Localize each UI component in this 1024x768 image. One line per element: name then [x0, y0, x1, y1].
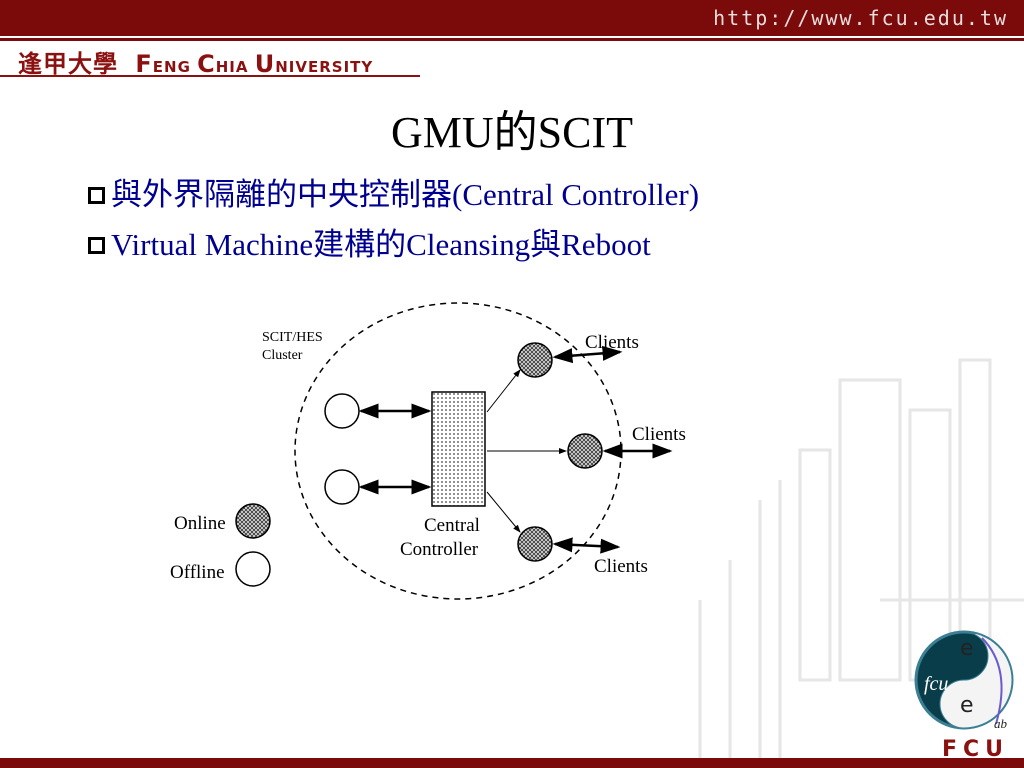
offline-node — [324, 469, 360, 505]
lab-logo-letter: fcu — [924, 673, 948, 695]
fcu-footer-logo: FCU — [942, 737, 1009, 762]
bullet-text: Virtual Machine建構的Cleansing與Reboot — [111, 227, 651, 262]
lab-logo: e fcu e ab FCU — [914, 630, 1014, 762]
clients-label: Clients — [632, 424, 686, 445]
bullet-list: 與外界隔離的中央控制器(Central Controller) Virtual … — [88, 170, 699, 270]
central-controller-box — [431, 391, 486, 507]
square-bullet-icon — [88, 236, 105, 254]
online-node — [517, 526, 553, 562]
bottom-banner — [0, 758, 1024, 768]
logo-underline — [0, 75, 420, 77]
offline-node — [324, 393, 360, 429]
controller-label: Central — [424, 515, 480, 536]
legend-online-swatch — [235, 503, 271, 539]
square-bullet-icon — [88, 186, 105, 204]
lab-logo-letter: e — [960, 693, 974, 718]
legend-offline-label: Offline — [170, 562, 225, 583]
control-arrow — [486, 491, 521, 533]
lab-logo-letter: e — [960, 636, 974, 661]
lab-logo-letter: ab — [994, 716, 1008, 731]
online-node — [567, 433, 603, 469]
bullet-text: 與外界隔離的中央控制器(Central Controller) — [111, 177, 700, 212]
cluster-label: SCIT/HES — [262, 330, 323, 345]
logo-chinese: 逢甲大學 — [18, 50, 118, 78]
site-url: http://www.fcu.edu.tw — [713, 6, 1008, 30]
control-arrow — [486, 369, 521, 413]
clients-label: Clients — [594, 556, 648, 577]
university-logo: 逢甲大學 FENG CHIA UNIVERSITY — [18, 44, 373, 79]
double-arrow — [552, 345, 623, 364]
bullet-item: 與外界隔離的中央控制器(Central Controller) — [88, 170, 699, 220]
online-node — [517, 342, 553, 378]
header-rule — [0, 38, 1024, 41]
lab-logo-arc — [981, 637, 1003, 725]
controller-label: Controller — [400, 539, 479, 560]
background-buildings-illustration — [698, 358, 1024, 758]
legend-offline-swatch — [235, 551, 271, 587]
logo-english: FENG CHIA UNIVERSITY — [135, 50, 374, 78]
cluster-label: Cluster — [262, 348, 303, 363]
double-arrow — [552, 537, 621, 554]
bullet-item: Virtual Machine建構的Cleansing與Reboot — [88, 220, 699, 270]
clients-label: Clients — [585, 332, 639, 353]
top-banner: http://www.fcu.edu.tw — [0, 0, 1024, 36]
legend-online-label: Online — [174, 513, 226, 534]
slide-title: GMU的SCIT — [390, 108, 634, 157]
